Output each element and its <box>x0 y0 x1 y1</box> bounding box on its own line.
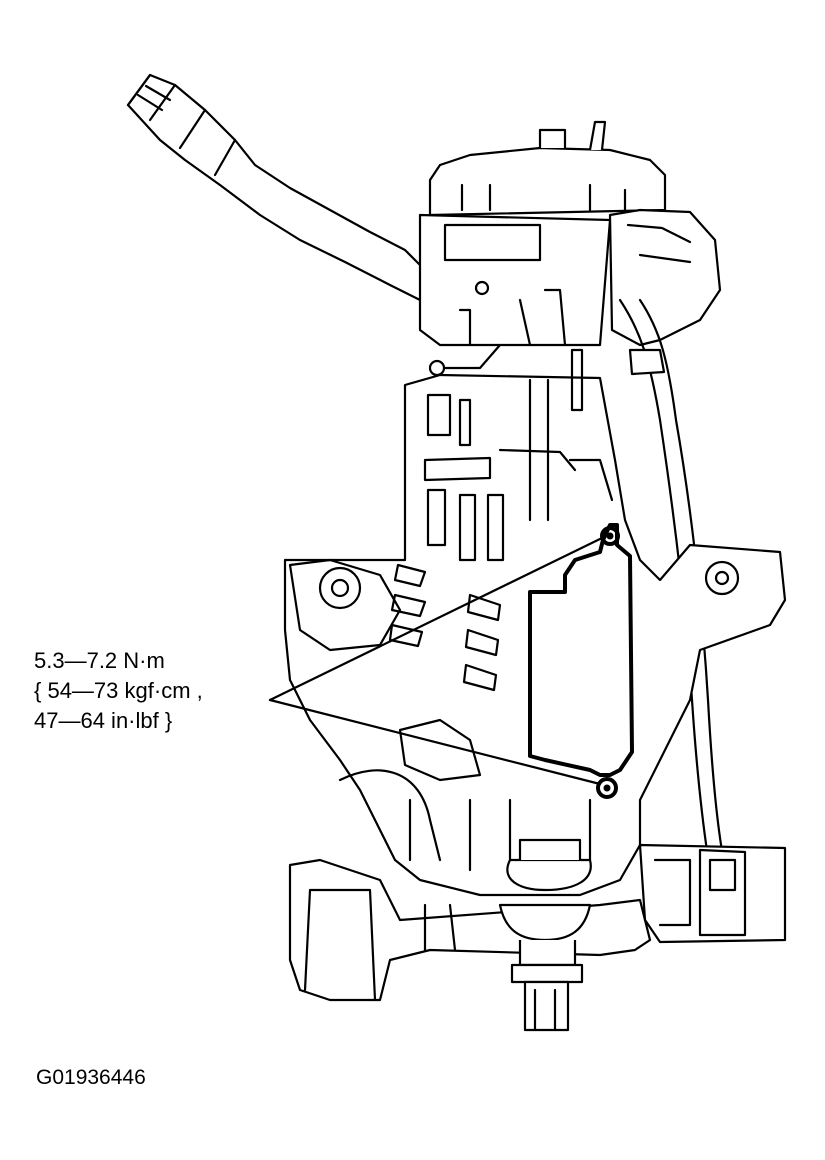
figure-id: G01936446 <box>36 1066 146 1089</box>
lower-column <box>288 718 787 1032</box>
control-module <box>528 523 634 799</box>
torque-spec-kgfcm: { 54—73 kgf·cm , <box>34 678 203 703</box>
torque-spec-inlbf: 47—64 in·lbf } <box>34 708 173 733</box>
column-head-housing <box>418 120 667 377</box>
torque-specification: 5.3—7.2 N·m { 54—73 kgf·cm , 47—64 in·lb… <box>34 646 203 736</box>
combination-switch-lever <box>126 73 427 302</box>
column-body <box>283 348 787 897</box>
torque-leader-lines <box>268 536 604 786</box>
torque-spec-nm: 5.3—7.2 N·m <box>34 648 165 673</box>
